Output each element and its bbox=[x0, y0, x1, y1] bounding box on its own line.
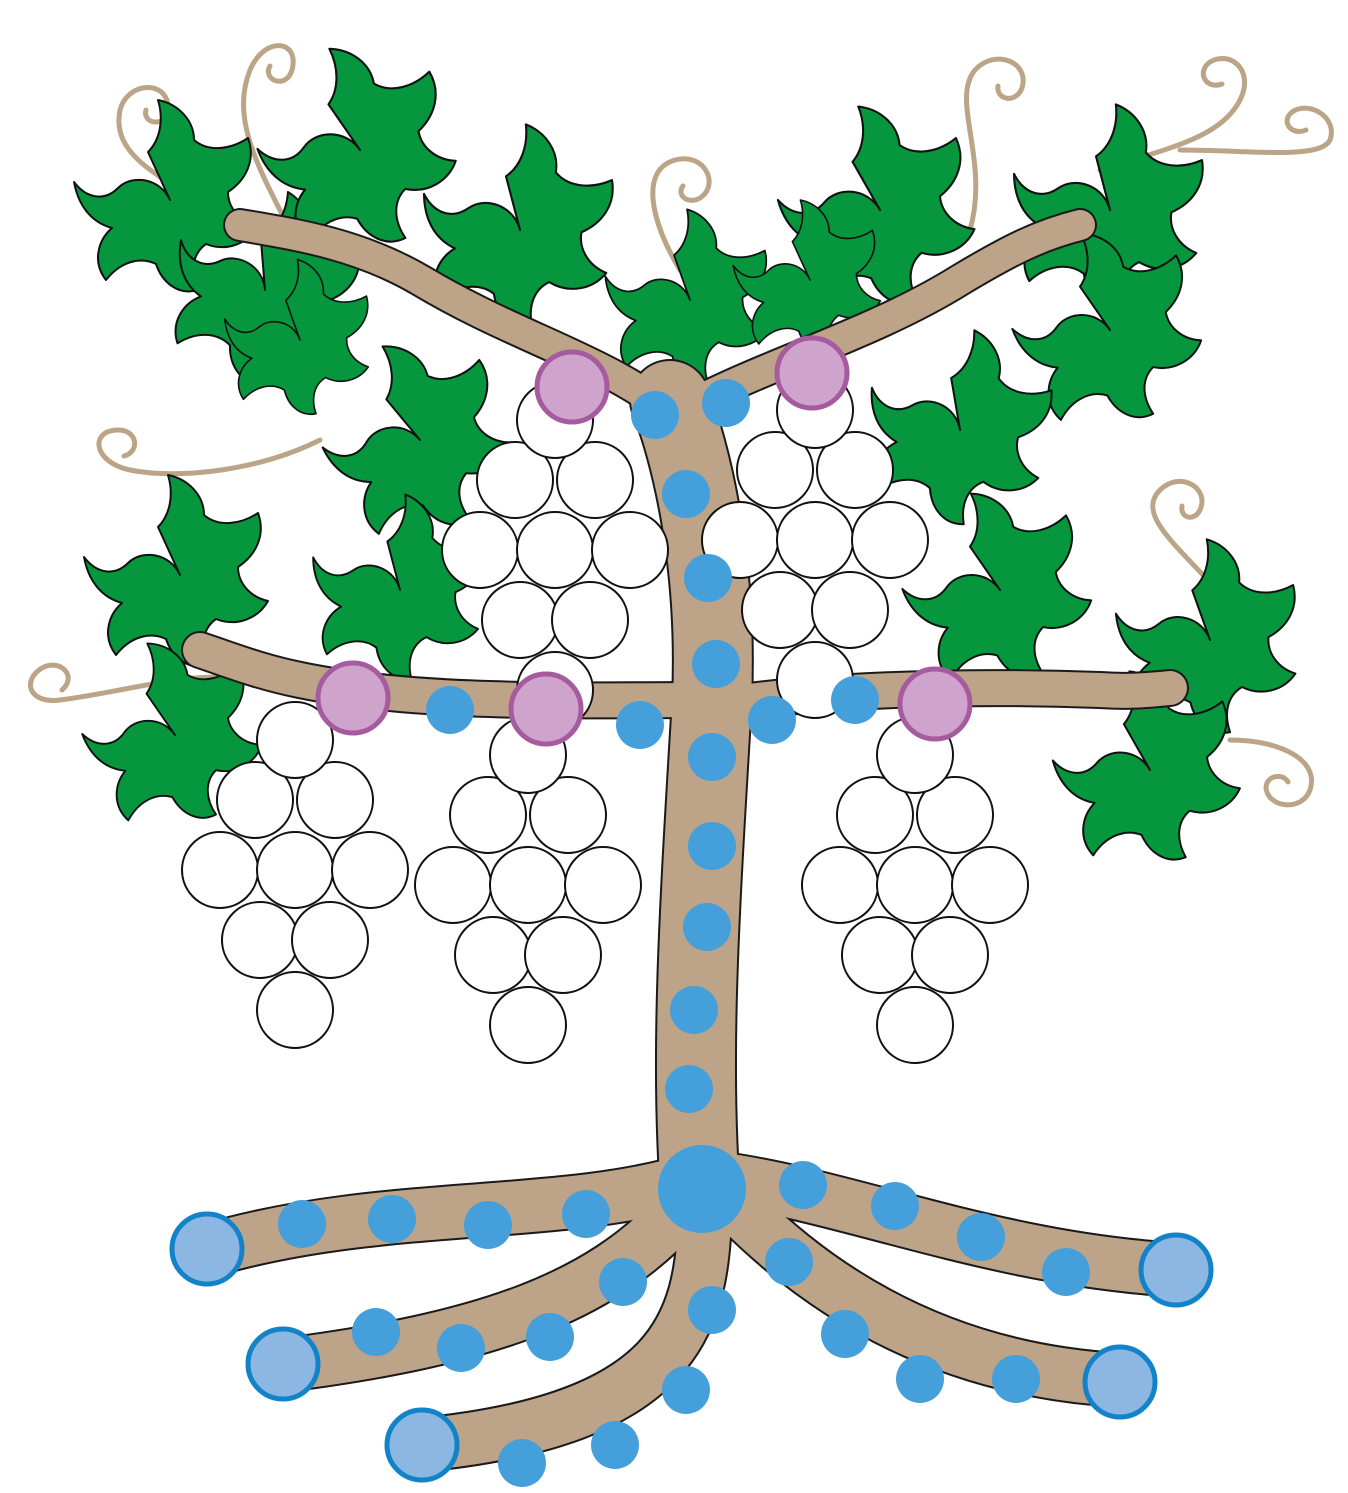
grape-circle-icon bbox=[952, 847, 1028, 923]
root-tip-icon bbox=[1141, 1235, 1211, 1305]
grape-circle-icon bbox=[552, 582, 628, 658]
path-dot-icon bbox=[896, 1355, 944, 1403]
tendril-spiral-icon bbox=[966, 59, 1023, 230]
path-dot-icon bbox=[526, 1313, 574, 1361]
path-dot-icon bbox=[688, 1286, 736, 1334]
grape-circle-icon bbox=[842, 917, 918, 993]
grape-circle-icon bbox=[517, 512, 593, 588]
grape-circle-icon bbox=[812, 572, 888, 648]
grape-circle-icon bbox=[877, 987, 953, 1063]
path-dot-icon bbox=[688, 733, 736, 781]
purple-bud-icon bbox=[511, 674, 581, 744]
tendril-spiral-icon bbox=[1230, 740, 1312, 805]
tendril-spiral-icon bbox=[99, 430, 320, 474]
grape-circle-icon bbox=[877, 847, 953, 923]
path-dot-icon bbox=[368, 1195, 416, 1243]
root-center-dot bbox=[658, 1145, 746, 1233]
path-dot-icon bbox=[765, 1238, 813, 1286]
grape-circle-icon bbox=[415, 847, 491, 923]
purple-bud-icon bbox=[900, 669, 970, 739]
purple-bud-icon bbox=[318, 663, 388, 733]
grape-circle-icon bbox=[257, 832, 333, 908]
path-dot-icon bbox=[670, 986, 718, 1034]
path-dot-icon bbox=[278, 1200, 326, 1248]
path-dot-icon bbox=[702, 379, 750, 427]
grape-cluster bbox=[802, 717, 1028, 1063]
grape-circle-icon bbox=[802, 847, 878, 923]
path-dot-icon bbox=[871, 1182, 919, 1230]
path-dot-icon bbox=[498, 1439, 546, 1487]
path-dot-icon bbox=[352, 1308, 400, 1356]
path-dot-icon bbox=[831, 676, 879, 724]
grape-circle-icon bbox=[912, 917, 988, 993]
purple-bud-icon bbox=[777, 338, 847, 408]
grape-circle-icon bbox=[592, 512, 668, 588]
grape-circle-icon bbox=[332, 832, 408, 908]
path-dot-icon bbox=[437, 1324, 485, 1372]
root-tip-icon bbox=[248, 1329, 318, 1399]
path-dot-icon bbox=[688, 822, 736, 870]
path-dot-icon bbox=[599, 1258, 647, 1306]
path-dot-icon bbox=[683, 903, 731, 951]
grape-leaf-icon bbox=[84, 475, 268, 666]
grape-circle-icon bbox=[525, 917, 601, 993]
root-tip-icon bbox=[1085, 1347, 1155, 1417]
grape-circle-icon bbox=[222, 902, 298, 978]
grape-circle-icon bbox=[490, 847, 566, 923]
grape-leaf-icon bbox=[888, 476, 1102, 696]
path-dot-icon bbox=[665, 1065, 713, 1113]
path-dot-icon bbox=[1042, 1248, 1090, 1296]
path-dot-icon bbox=[464, 1201, 512, 1249]
grape-circle-icon bbox=[455, 917, 531, 993]
grape-circle-icon bbox=[565, 847, 641, 923]
grape-circle-icon bbox=[490, 987, 566, 1063]
grape-circle-icon bbox=[777, 502, 853, 578]
grape-circle-icon bbox=[442, 512, 518, 588]
path-dot-icon bbox=[957, 1213, 1005, 1261]
path-dot-icon bbox=[591, 1421, 639, 1469]
path-dot-icon bbox=[684, 554, 732, 602]
path-dot-icon bbox=[692, 640, 740, 688]
purple-bud-icon bbox=[537, 352, 607, 422]
path-dot-icon bbox=[426, 686, 474, 734]
path-dot-icon bbox=[631, 391, 679, 439]
path-dot-icon bbox=[748, 696, 796, 744]
tendril-spiral-icon bbox=[1180, 108, 1331, 152]
grape-cluster bbox=[415, 717, 641, 1063]
path-dot-icon bbox=[779, 1161, 827, 1209]
root-tip-icon bbox=[387, 1410, 457, 1480]
root-tip-icon bbox=[172, 1214, 242, 1284]
grape-circle-icon bbox=[292, 902, 368, 978]
path-dot-icon bbox=[562, 1190, 610, 1238]
grape-circle-icon bbox=[742, 572, 818, 648]
path-dot-icon bbox=[662, 470, 710, 518]
path-dot-icon bbox=[992, 1355, 1040, 1403]
grape-circle-icon bbox=[482, 582, 558, 658]
path-dot-icon bbox=[662, 1366, 710, 1414]
grape-circle-icon bbox=[182, 832, 258, 908]
grape-circle-icon bbox=[852, 502, 928, 578]
path-dot-icon bbox=[821, 1310, 869, 1358]
path-dot-icon bbox=[616, 701, 664, 749]
grape-circle-icon bbox=[257, 972, 333, 1048]
